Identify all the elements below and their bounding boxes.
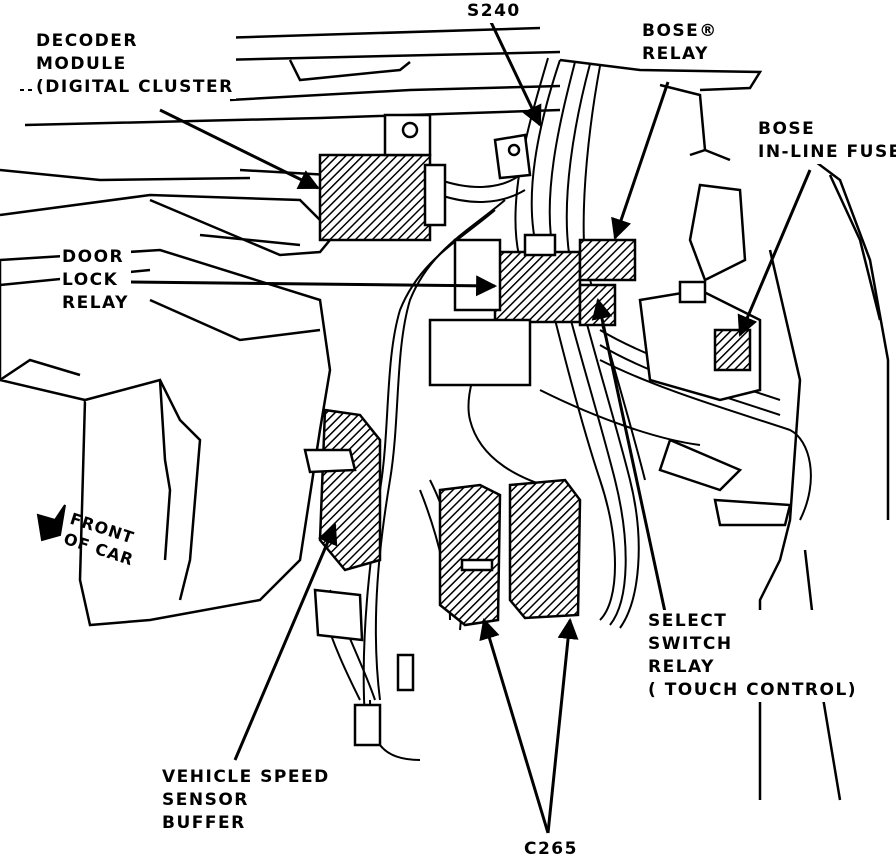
label-decoder-line3: (DIGITAL CLUSTER [36, 77, 234, 97]
label-bose-relay-line1: BOSE® [642, 21, 718, 41]
label-vehicle-speed-sensor-buffer: VEHICLE SPEED SENSOR BUFFER [160, 766, 332, 835]
label-vss-line3: BUFFER [162, 813, 246, 833]
label-select-line4: ( TOUCH CONTROL) [648, 680, 858, 700]
leader-select-switch [591, 297, 667, 613]
label-bose-fuse-line1: BOSE [758, 119, 816, 139]
label-vss-line1: VEHICLE SPEED [162, 767, 330, 787]
bose-fuse-connector [638, 280, 792, 527]
label-bose-fuse-line2: IN-LINE FUSE [758, 142, 896, 162]
label-select-line2: SWITCH [648, 634, 733, 654]
label-vss-line2: SENSOR [162, 790, 249, 810]
leader-bose-relay [611, 81, 670, 240]
leader-lines [129, 19, 812, 834]
dashboard-outline [0, 26, 763, 257]
decoder-module-component [318, 113, 447, 242]
label-select-switch-relay: SELECT SWITCH RELAY ( TOUCH CONTROL) [646, 610, 860, 702]
label-door-lock-line3: RELAY [62, 293, 129, 313]
label-door-lock-line2: LOCK [62, 270, 119, 290]
s240-splice [493, 133, 532, 180]
leader-c265-a [479, 617, 550, 834]
vss-buffer-component [303, 408, 415, 747]
front-of-car-arrow [36, 504, 66, 542]
wire-harness [319, 57, 812, 761]
label-decoder-line2: MODULE [36, 54, 127, 74]
leader-s240 [488, 19, 542, 127]
label-select-line1: SELECT [648, 611, 728, 631]
label-bose-relay-line2: RELAY [642, 44, 709, 64]
leader-door-lock [129, 275, 498, 297]
leader-c265-b [546, 617, 579, 834]
c265-connectors [438, 478, 582, 627]
label-decoder-line1: DECODER [36, 31, 138, 51]
relay-cluster [428, 233, 637, 387]
label-door-lock-relay: DOOR LOCK RELAY [60, 246, 131, 315]
label-door-lock-line1: DOOR [62, 247, 125, 267]
label-select-line3: RELAY [648, 657, 715, 677]
label-bose-inline-fuse: BOSE IN-LINE FUSE [756, 118, 896, 164]
leader-bose-fuse [737, 169, 812, 337]
label-decoder-module: DECODER MODULE (DIGITAL CLUSTER [34, 30, 236, 99]
leader-vss [233, 523, 338, 761]
label-s240: S240 [465, 0, 523, 23]
dash-panel-body [0, 248, 332, 627]
leader-decoder [159, 108, 320, 190]
label-c265: C265 [522, 838, 580, 861]
label-bose-relay: BOSE® RELAY [640, 20, 720, 66]
